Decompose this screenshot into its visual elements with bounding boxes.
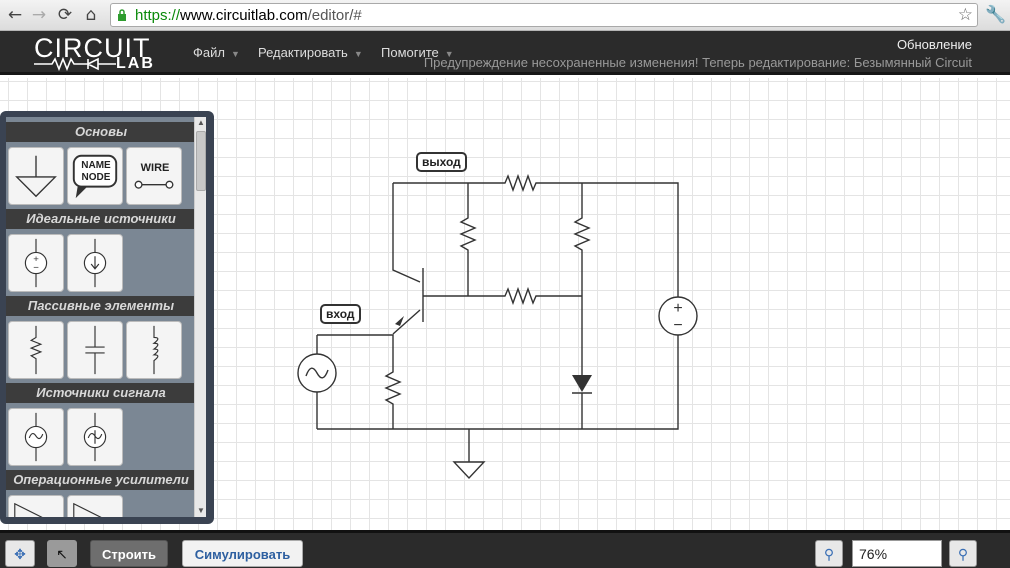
opamp-alt-icon bbox=[73, 502, 102, 517]
svg-text:+: + bbox=[33, 254, 39, 265]
circuit-schematic: + − bbox=[297, 173, 698, 480]
component-palette: Основы NAME NODE WIRE Идеальные источник… bbox=[0, 111, 214, 524]
circuitlab-logo[interactable]: CIRCUIT LAB bbox=[32, 33, 172, 73]
wire-tile[interactable]: WIRE bbox=[126, 147, 182, 205]
opamp-icon bbox=[14, 502, 43, 517]
logo-resistor-icon bbox=[34, 57, 116, 71]
star-icon[interactable]: ☆ bbox=[957, 5, 973, 25]
wrench-icon[interactable]: 🔧 bbox=[985, 5, 1007, 25]
opamp-tile[interactable] bbox=[8, 495, 64, 517]
capacitor-tile[interactable] bbox=[67, 321, 123, 379]
zoom-in-icon[interactable]: ⚲ bbox=[949, 540, 977, 567]
scroll-thumb[interactable] bbox=[196, 131, 206, 191]
section-opamps: Операционные усилители bbox=[6, 470, 196, 490]
scroll-up-icon[interactable]: ▲ bbox=[197, 118, 205, 127]
svg-text:−: − bbox=[673, 317, 682, 334]
logo-text-bottom: LAB bbox=[116, 55, 155, 72]
circuit-diagram[interactable]: + − выход вход bbox=[290, 150, 710, 495]
menu-help[interactable]: Помогите▼ bbox=[381, 45, 454, 60]
wire-icon bbox=[134, 180, 174, 189]
name-node-icon bbox=[72, 154, 118, 199]
voltage-source-tile[interactable]: +− bbox=[8, 234, 64, 292]
caret-down-icon: ▼ bbox=[444, 49, 454, 59]
resistor-icon bbox=[29, 325, 43, 375]
address-bar[interactable]: https://www.circuitlab.com/editor/# ☆ bbox=[110, 3, 978, 27]
section-ideal-sources: Идеальные источники bbox=[6, 209, 196, 229]
caret-down-icon: ▼ bbox=[353, 49, 363, 59]
resistor-tile[interactable] bbox=[8, 321, 64, 379]
pan-move-icon[interactable]: ✥ bbox=[5, 540, 35, 567]
ac-voltage-tile[interactable] bbox=[8, 408, 64, 466]
zoom-out-icon[interactable]: ⚲ bbox=[815, 540, 843, 567]
home-icon[interactable]: ⌂ bbox=[85, 5, 97, 25]
menu-file[interactable]: Файл▼ bbox=[193, 45, 240, 60]
section-basics: Основы bbox=[6, 122, 196, 142]
capacitor-icon bbox=[85, 325, 105, 375]
palette-scrollbar[interactable]: ▲ ▼ bbox=[194, 117, 206, 517]
svg-text:−: − bbox=[33, 263, 39, 274]
reload-icon[interactable]: ⟳ bbox=[57, 5, 73, 25]
build-button[interactable]: Строить bbox=[90, 540, 168, 567]
select-pointer-icon[interactable]: ↖ bbox=[47, 540, 77, 567]
voltage-source-icon: +− bbox=[24, 238, 48, 288]
section-signal-sources: Источники сигнала bbox=[6, 383, 196, 403]
opamp-alt-tile[interactable] bbox=[67, 495, 123, 517]
ac-current-source-icon bbox=[83, 412, 107, 462]
ground-icon bbox=[15, 155, 57, 198]
inductor-icon bbox=[152, 325, 159, 375]
update-link[interactable]: Обновление bbox=[896, 37, 972, 52]
scroll-down-icon[interactable]: ▼ bbox=[197, 506, 205, 515]
back-arrow-icon[interactable]: ← bbox=[7, 5, 23, 25]
zoom-level-field[interactable]: 76% bbox=[852, 540, 942, 567]
label-input[interactable]: вход bbox=[320, 304, 361, 324]
name-node-tile[interactable]: NAME NODE bbox=[67, 147, 123, 205]
inductor-tile[interactable] bbox=[126, 321, 182, 379]
menu-edit[interactable]: Редактировать▼ bbox=[258, 45, 363, 60]
app-header: CIRCUIT LAB Файл▼ Редактировать▼ Помогит… bbox=[0, 31, 1010, 75]
simulate-button[interactable]: Симулировать bbox=[182, 540, 303, 567]
forward-arrow-icon[interactable]: → bbox=[31, 5, 47, 25]
current-source-icon bbox=[83, 238, 107, 288]
ac-source-icon bbox=[24, 412, 48, 462]
caret-down-icon: ▼ bbox=[230, 49, 240, 59]
unsaved-warning: Предупреждение несохраненные изменения! … bbox=[423, 55, 972, 70]
ac-current-tile[interactable] bbox=[67, 408, 123, 466]
name-node-label: NAME NODE bbox=[81, 160, 111, 183]
palette-scroll-area[interactable]: Основы NAME NODE WIRE Идеальные источник… bbox=[6, 117, 206, 517]
lock-icon bbox=[118, 9, 126, 21]
wire-label: WIRE bbox=[140, 162, 170, 174]
section-passive: Пассивные элементы bbox=[6, 296, 196, 316]
url-text: https://www.circuitlab.com/editor/# bbox=[135, 7, 362, 24]
ground-tile[interactable] bbox=[8, 147, 64, 205]
bottom-toolbar: ✥ ↖ Строить Симулировать ⚲ 76% ⚲ bbox=[0, 530, 1010, 568]
logo-text-top: CIRCUIT bbox=[34, 33, 151, 63]
label-output[interactable]: выход bbox=[416, 152, 467, 172]
browser-toolbar: ← → ⟳ ⌂ https://www.circuitlab.com/edito… bbox=[0, 0, 1010, 31]
svg-text:+: + bbox=[673, 300, 682, 317]
current-source-tile[interactable] bbox=[67, 234, 123, 292]
